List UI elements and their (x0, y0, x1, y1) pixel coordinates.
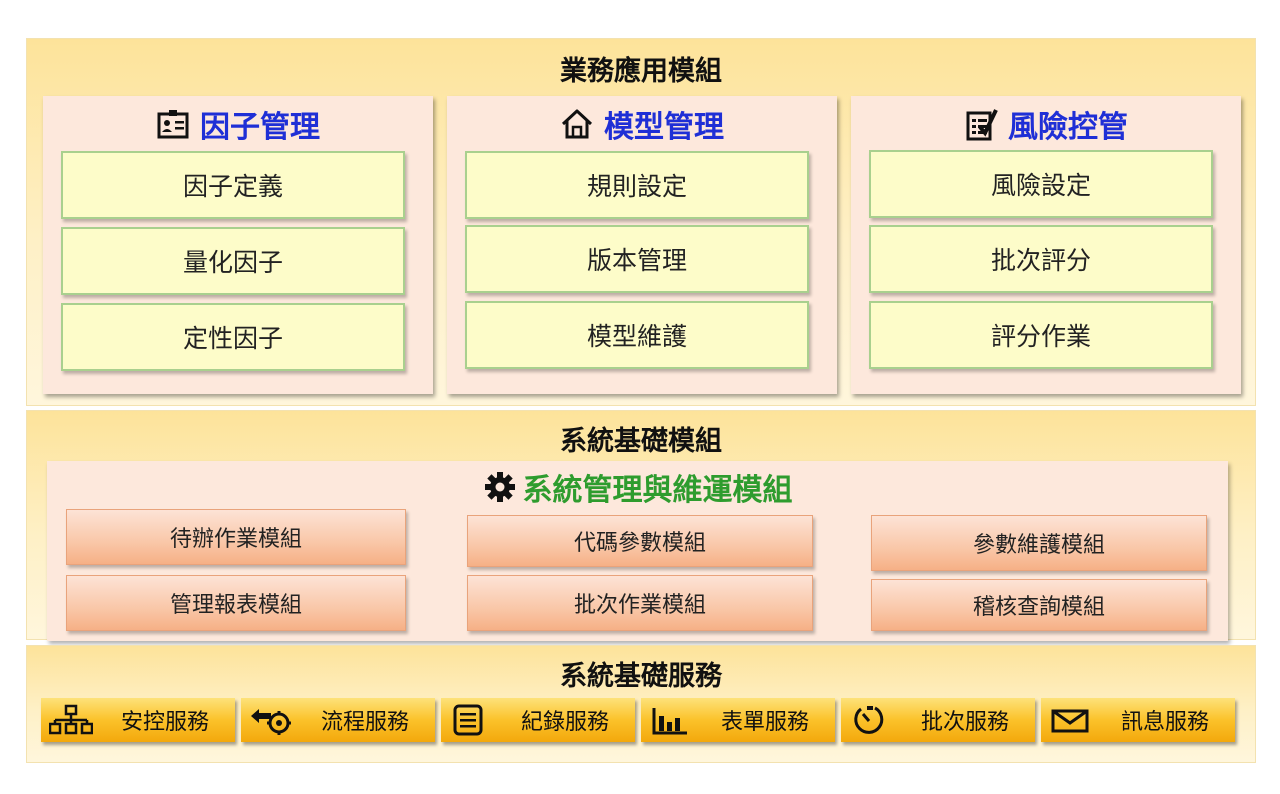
form-service-button[interactable]: 表單服務 (641, 698, 835, 742)
security-service-button[interactable]: 安控服務 (41, 698, 235, 742)
business-layer: 業務應用模組 因子管理 因子定義 量化因子 定性因子 模型管理 (26, 38, 1256, 406)
management-report-module-box[interactable]: 管理報表模組 (66, 575, 406, 631)
batch-scoring-box[interactable]: 批次評分 (869, 225, 1213, 293)
rule-settings-box[interactable]: 規則設定 (465, 151, 809, 219)
scoring-operation-box[interactable]: 評分作業 (869, 301, 1213, 369)
id-card-icon (157, 110, 189, 139)
business-layer-title: 業務應用模組 (560, 56, 722, 87)
system-management-title: 系統管理與維運模組 (522, 473, 793, 508)
services-layer-title: 系統基礎服務 (560, 661, 722, 692)
workflow-service-button[interactable]: 流程服務 (241, 698, 435, 742)
factor-definition-box[interactable]: 因子定義 (61, 151, 405, 219)
todo-module-box[interactable]: 待辦作業模組 (66, 509, 406, 565)
security-service-label: 安控服務 (120, 710, 209, 735)
bar-chart-icon (652, 708, 687, 735)
logging-service-label: 紀錄服務 (520, 710, 609, 735)
model-management-panel: 模型管理 規則設定 版本管理 模型維護 (447, 96, 837, 394)
batch-service-label: 批次服務 (920, 710, 1009, 735)
system-layer-title: 系統基礎模組 (560, 426, 722, 457)
risk-settings-box[interactable]: 風險設定 (869, 150, 1213, 218)
timer-icon (854, 706, 884, 734)
system-layer: 系統基礎模組 系統管理與維運模組 待辦作業模組 管理報表模組 (26, 410, 1256, 641)
qualitative-factor-box[interactable]: 定性因子 (61, 303, 405, 371)
home-icon (561, 109, 593, 139)
code-parameter-module-box[interactable]: 代碼參數模組 (467, 515, 813, 567)
model-maintenance-box[interactable]: 模型維護 (465, 301, 809, 369)
model-management-title: 模型管理 (604, 110, 724, 145)
checklist-icon (966, 109, 998, 141)
message-service-button[interactable]: 訊息服務 (1041, 698, 1235, 742)
factor-management-panel: 因子管理 因子定義 量化因子 定性因子 (43, 96, 433, 394)
risk-control-panel: 風險控管 風險設定 批次評分 評分作業 (851, 96, 1241, 394)
version-management-box[interactable]: 版本管理 (465, 225, 809, 293)
workflow-service-label: 流程服務 (320, 710, 409, 735)
batch-operation-module-box[interactable]: 批次作業模組 (467, 575, 813, 631)
risk-control-title: 風險控管 (1008, 110, 1128, 145)
workflow-gear-icon (251, 709, 291, 735)
logging-service-button[interactable]: 紀錄服務 (441, 698, 635, 742)
parameter-maintenance-module-box[interactable]: 參數維護模組 (871, 515, 1207, 571)
services-layer: 系統基礎服務 安控服務 流程服務 紀錄服務 (26, 645, 1256, 763)
system-management-panel: 系統管理與維運模組 待辦作業模組 管理報表模組 代碼參數模組 批次作業模組 參數… (47, 461, 1228, 641)
factor-management-title: 因子管理 (200, 110, 320, 145)
envelope-icon (1051, 709, 1089, 733)
document-list-icon (453, 704, 483, 736)
message-service-label: 訊息服務 (1120, 710, 1209, 735)
form-service-label: 表單服務 (720, 710, 809, 735)
quantitative-factor-box[interactable]: 量化因子 (61, 227, 405, 295)
org-chart-icon (49, 704, 93, 735)
audit-query-module-box[interactable]: 稽核查詢模組 (871, 579, 1207, 631)
batch-service-button[interactable]: 批次服務 (841, 698, 1035, 742)
gear-icon (484, 472, 515, 502)
